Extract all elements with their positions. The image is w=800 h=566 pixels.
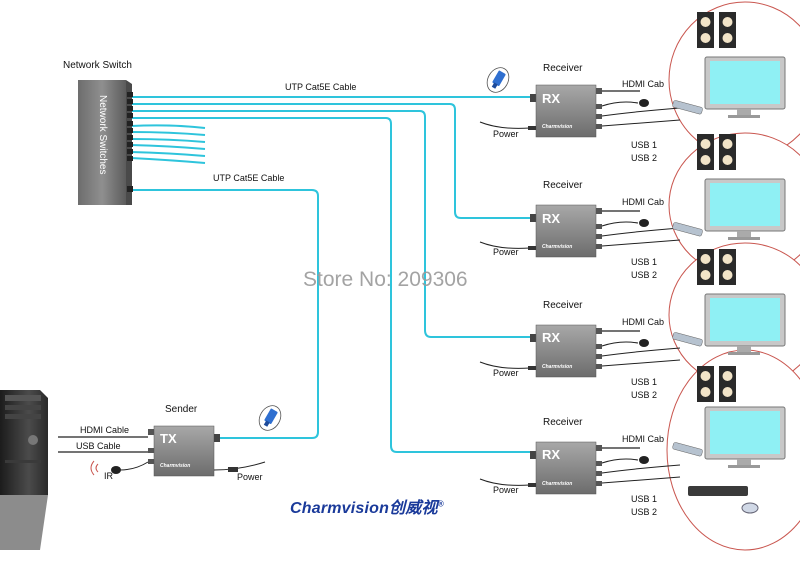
cable-spare-4: [130, 144, 206, 150]
receiver-4-power-label: Power: [493, 485, 519, 495]
brand-logo: Charmvision创威视®: [290, 499, 444, 517]
receiver-3-usb2-label: USB 2: [631, 390, 658, 400]
ir-signal-icon: [90, 460, 99, 476]
sender-title: Sender: [165, 404, 198, 415]
receiver-3-power-label: Power: [493, 368, 519, 378]
cat5e-cables: [130, 96, 530, 453]
cable-spare-1: [130, 124, 206, 129]
workstation-2: [672, 134, 786, 240]
receiver-4-brand: Charmvision: [542, 481, 573, 487]
cable-spare-2: [130, 131, 206, 136]
receiver-2-usb2-label: USB 2: [631, 270, 658, 280]
workstation-3: [672, 249, 786, 355]
sender-ir-label: IR: [104, 471, 113, 481]
store-watermark: Store No: 209306: [303, 268, 468, 291]
brand-logo-cjk: 创威视: [389, 500, 438, 517]
remote-icon: [672, 100, 703, 115]
remote-icon: [672, 222, 703, 237]
receiver-4-title: Receiver: [543, 417, 583, 428]
sender-unit: [58, 425, 266, 477]
cable-to-receiver-4: [131, 117, 530, 453]
cable-label-middle: UTP Cat5E Cable: [213, 173, 285, 183]
sender-hdmi-label: HDMI Cable: [80, 425, 130, 435]
receiver-unit-3: [479, 324, 681, 378]
mouse-icon: [741, 502, 759, 514]
receiver-unit-2: [479, 204, 681, 258]
remote-icon: [672, 442, 703, 457]
receiver-3-brand: Charmvision: [542, 364, 573, 370]
cable-spare-5: [130, 151, 206, 157]
workstation-4: [672, 366, 786, 514]
receiver-2-box-label: RX: [542, 211, 561, 226]
receiver-4-usb2-label: USB 2: [631, 507, 658, 517]
receiver-1-power-label: Power: [493, 129, 519, 139]
receiver-unit-1: [479, 84, 681, 138]
switch-body: Network Switches: [84, 95, 114, 205]
receiver-1-hdmi-label: HDMI Cab: [622, 79, 665, 89]
receiver-2-usb1-label: USB 1: [631, 257, 658, 267]
sender-box-label: TX: [160, 431, 177, 446]
receiver-1-usb2-label: USB 2: [631, 153, 658, 163]
receiver-3-usb1-label: USB 1: [631, 377, 658, 387]
receiver-3-hdmi-label: HDMI Cab: [622, 317, 665, 327]
receiver-1-usb1-label: USB 1: [631, 140, 658, 150]
receiver-unit-4: [479, 441, 681, 495]
cable-to-receiver-3: [131, 110, 530, 338]
rj45-plug-icon: [486, 67, 510, 93]
receiver-3-box-label: RX: [542, 330, 561, 345]
rj45-plug-icon-sender: [258, 405, 282, 431]
receiver-1-box-label: RX: [542, 91, 561, 106]
receiver-1-title: Receiver: [543, 63, 583, 74]
sender-brand: Charmvision: [160, 463, 191, 469]
keyboard-icon: [688, 486, 748, 496]
receiver-2-hdmi-label: HDMI Cab: [622, 197, 665, 207]
cable-spare-3: [130, 138, 206, 143]
cable-to-receiver-2: [131, 103, 530, 219]
receiver-3-title: Receiver: [543, 300, 583, 311]
receiver-4-box-label: RX: [542, 447, 561, 462]
brand-logo-text: Charmvision: [290, 500, 390, 517]
cable-spare-6: [130, 157, 206, 164]
receiver-1-brand: Charmvision: [542, 124, 573, 130]
network-switch: [78, 80, 133, 205]
receiver-4-usb1-label: USB 1: [631, 494, 658, 504]
cable-label-top: UTP Cat5E Cable: [285, 82, 357, 92]
switch-title: Network Switch: [63, 60, 132, 71]
receiver-2-brand: Charmvision: [542, 244, 573, 250]
remote-icon: [672, 332, 703, 347]
sender-usb-label: USB Cable: [76, 441, 121, 451]
sender-power-label: Power: [237, 472, 263, 482]
receiver-2-title: Receiver: [543, 180, 583, 191]
receiver-2-power-label: Power: [493, 247, 519, 257]
switch-body-label: Network Switches: [97, 95, 108, 175]
workstation-1: [672, 12, 786, 118]
receiver-4-hdmi-label: HDMI Cab: [622, 434, 665, 444]
pc-tower-icon: [0, 390, 48, 550]
cable-to-sender: [131, 189, 319, 439]
